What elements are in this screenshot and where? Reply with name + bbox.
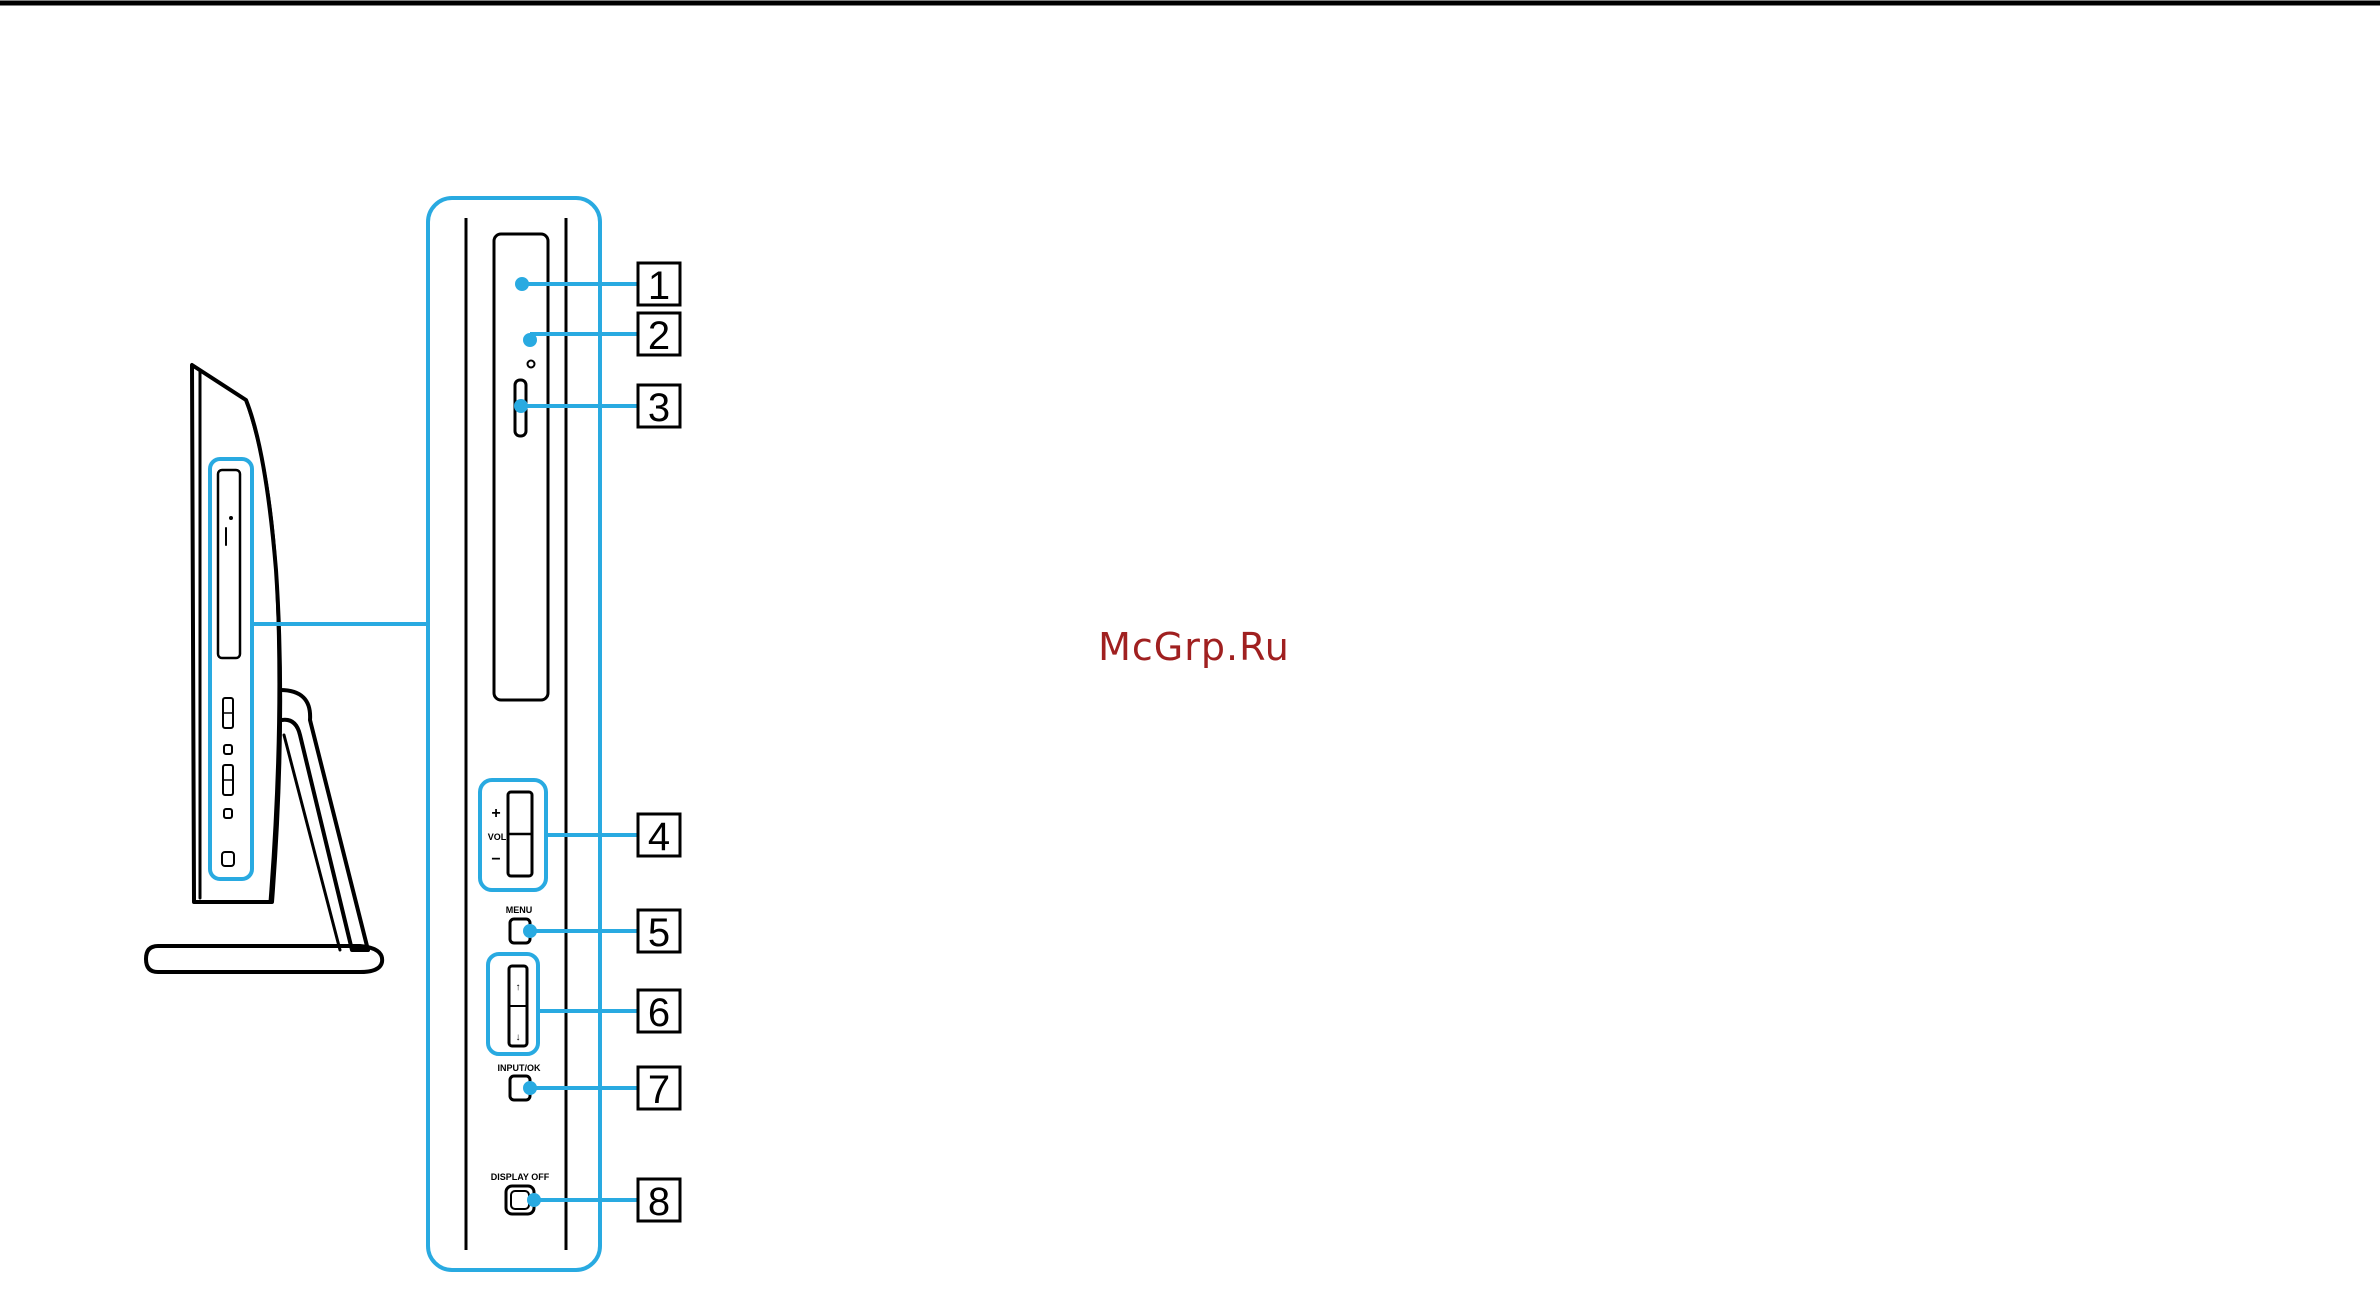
callout-number-2: 2 [648, 314, 670, 358]
watermark-text: McGrp.Ru [1098, 625, 1290, 669]
callout-box-3: 3 [638, 385, 680, 430]
callout-number-6: 6 [648, 991, 670, 1035]
display-off-label: DISPLAY OFF [491, 1172, 550, 1182]
vol-plus-label: + [491, 805, 500, 822]
menu-label: MENU [506, 905, 533, 915]
callout-number-3: 3 [648, 386, 670, 430]
callout-number-8: 8 [648, 1180, 670, 1224]
callout-number-7: 7 [648, 1068, 670, 1112]
vol-label: VOL [488, 832, 507, 842]
arrow-down-label: ↓ [516, 1032, 521, 1043]
callout-box-5: 5 [638, 910, 680, 955]
arrow-up-label: ↑ [516, 982, 521, 993]
optical-drive-slot [494, 234, 548, 700]
input-ok-label: INPUT/OK [497, 1063, 541, 1073]
callout-number-1: 1 [648, 264, 670, 308]
callout-number-5: 5 [648, 911, 670, 955]
callout-box-2: 2 [638, 313, 680, 358]
callout-box-8: 8 [638, 1179, 680, 1224]
callout-number-4: 4 [648, 815, 670, 859]
callout-box-4: 4 [638, 814, 680, 859]
drive-indicator-light [528, 361, 535, 368]
callout-box-1: 1 [638, 263, 680, 308]
callout-box-7: 7 [638, 1067, 680, 1112]
vol-minus-label: − [491, 851, 500, 868]
callout-box-6: 6 [638, 990, 680, 1035]
computer-side-silhouette [146, 365, 382, 972]
